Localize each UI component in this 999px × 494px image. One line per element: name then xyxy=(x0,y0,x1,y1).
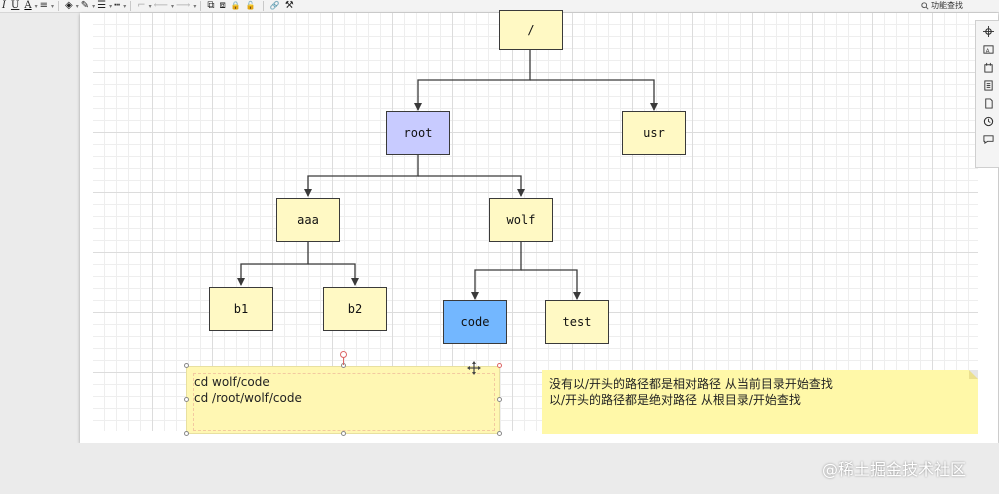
underline-button[interactable]: U xyxy=(10,0,20,11)
node-label: b1 xyxy=(233,302,249,316)
align-button[interactable]: ≡ xyxy=(39,0,49,11)
fill-color-button[interactable]: ◈ xyxy=(65,0,73,11)
chevron-down-icon[interactable]: ▾ xyxy=(51,3,55,10)
arrow-end-button[interactable]: ⟶ xyxy=(175,0,191,11)
font-color-button[interactable]: A xyxy=(24,0,32,11)
page-icon[interactable] xyxy=(980,59,996,75)
svg-text:A: A xyxy=(985,48,989,54)
bring-front-button[interactable]: ⧉ xyxy=(207,0,215,11)
left-gutter xyxy=(0,13,80,494)
comment-icon[interactable] xyxy=(980,131,996,147)
note-line-1: 没有以/开头的路径都是相对路径 从当前目录开始查找 xyxy=(549,377,833,391)
toolbar-divider xyxy=(200,1,202,11)
resize-handle[interactable] xyxy=(497,431,502,436)
chevron-down-icon[interactable]: ▾ xyxy=(170,3,174,10)
watermark: @稀土掘金技术社区 xyxy=(822,460,967,479)
style-icon[interactable]: A xyxy=(980,41,996,57)
node-label: aaa xyxy=(297,213,319,227)
rotate-handle[interactable] xyxy=(343,356,344,365)
line-width-button[interactable]: ☰ xyxy=(97,0,107,11)
rotate-handle-knob[interactable] xyxy=(340,351,347,358)
resize-handle[interactable] xyxy=(497,397,502,402)
toolbar-divider xyxy=(58,1,60,11)
resize-handle[interactable] xyxy=(184,363,189,368)
textbox-line-1: cd wolf/code xyxy=(194,375,270,389)
resize-handle[interactable] xyxy=(184,397,189,402)
node-root[interactable]: root xyxy=(386,111,450,155)
node-label: b2 xyxy=(347,302,363,316)
lock-button[interactable]: 🔒 xyxy=(230,1,241,10)
node-label: root xyxy=(403,126,433,140)
chevron-down-icon[interactable]: ▾ xyxy=(123,3,127,10)
connector-button[interactable]: ⌐ xyxy=(137,0,146,11)
node-label: / xyxy=(527,23,535,37)
chevron-down-icon[interactable]: ▾ xyxy=(109,3,113,10)
node-label: usr xyxy=(643,126,665,140)
note-sticky[interactable]: 没有以/开头的路径都是相对路径 从当前目录开始查找 以/开头的路径都是绝对路径 … xyxy=(542,370,978,434)
search-icon xyxy=(921,2,929,10)
node-b1[interactable]: b1 xyxy=(209,287,273,331)
chevron-down-icon[interactable]: ▾ xyxy=(193,3,197,10)
textbox-line-2: cd /root/wolf/code xyxy=(194,391,302,405)
export-icon[interactable] xyxy=(980,77,996,93)
node-usr[interactable]: usr xyxy=(622,111,686,155)
history-icon[interactable] xyxy=(980,113,996,129)
send-back-button[interactable]: ⧈ xyxy=(219,0,226,11)
node-wolf[interactable]: wolf xyxy=(489,198,553,242)
arrow-start-button[interactable]: ⟵ xyxy=(153,0,168,11)
resize-handle[interactable] xyxy=(184,431,189,436)
resize-handle[interactable] xyxy=(497,363,502,368)
function-search-label: 功能查找 xyxy=(931,1,963,10)
navigator-icon[interactable] xyxy=(980,23,996,39)
workspace-background xyxy=(0,443,999,494)
note-line-2: 以/开头的路径都是绝对路径 从根目录/开始查找 xyxy=(549,393,801,407)
line-style-button[interactable]: ┅ xyxy=(114,0,121,11)
format-brush-button[interactable]: ⚒ xyxy=(284,0,294,11)
chevron-down-icon[interactable]: ▾ xyxy=(92,3,96,10)
chevron-down-icon[interactable]: ▾ xyxy=(148,3,152,10)
right-side-panel: A xyxy=(975,20,999,168)
toolbar-divider xyxy=(130,1,132,11)
function-search[interactable]: 功能查找 xyxy=(921,0,963,12)
line-color-button[interactable]: ✎ xyxy=(80,0,90,11)
node-test[interactable]: test xyxy=(545,300,609,344)
node-root-slash[interactable]: / xyxy=(499,10,563,50)
note-fold xyxy=(969,370,978,379)
node-aaa[interactable]: aaa xyxy=(276,198,340,242)
node-label: wolf xyxy=(506,213,536,227)
chevron-down-icon[interactable]: ▾ xyxy=(34,3,38,10)
node-b2[interactable]: b2 xyxy=(323,287,387,331)
unlock-button[interactable]: 🔓 xyxy=(245,1,256,10)
italic-button[interactable]: I xyxy=(2,0,6,11)
chevron-down-icon[interactable]: ▾ xyxy=(75,3,79,10)
file-icon[interactable] xyxy=(980,95,996,111)
resize-handle[interactable] xyxy=(341,431,346,436)
node-label: test xyxy=(562,315,592,329)
toolbar-divider xyxy=(262,1,264,11)
node-label: code xyxy=(460,315,490,329)
node-code[interactable]: code xyxy=(443,300,507,344)
move-cursor-icon xyxy=(467,361,481,375)
link-button[interactable]: 🔗 xyxy=(269,1,280,10)
selected-text-box[interactable]: cd wolf/code cd /root/wolf/code xyxy=(186,366,500,434)
